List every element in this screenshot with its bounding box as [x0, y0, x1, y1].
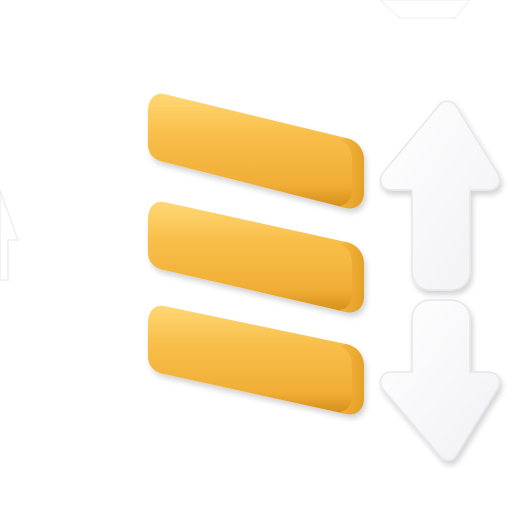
- bar-bottom: [148, 305, 364, 415]
- bar-top: [148, 93, 364, 209]
- background-arrow-icon: [0, 0, 471, 281]
- arrow-up-icon: [379, 100, 501, 291]
- hamburger-bars-icon: [148, 93, 364, 415]
- arrow-down-icon: [379, 299, 501, 462]
- sort-arrows-icon: [379, 100, 501, 462]
- bar-middle: [148, 201, 364, 313]
